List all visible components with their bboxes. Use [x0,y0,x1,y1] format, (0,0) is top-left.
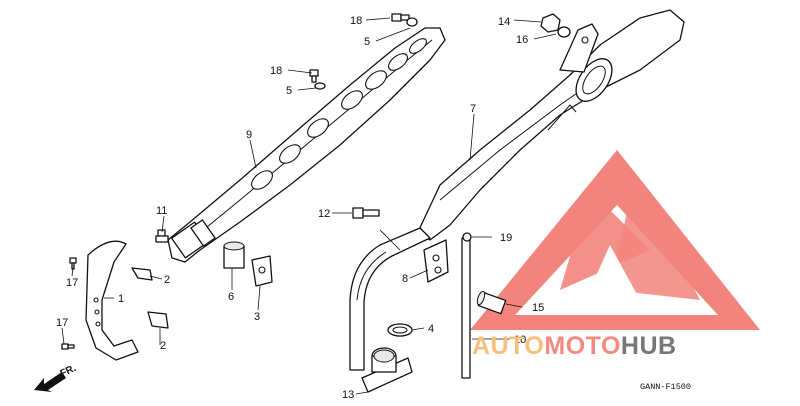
bolt-part-18-upper [391,13,410,22]
callout-6: 6 [228,291,234,303]
guard-part-1 [85,240,139,361]
bolt-part-11 [155,229,169,243]
callout-8: 8 [402,273,408,285]
callout-4: 4 [428,323,434,335]
callout-16: 16 [516,34,528,46]
nut-part-14 [540,13,561,33]
callout-14: 14 [498,16,510,28]
callout-2-upper: 2 [164,274,170,286]
clamp-part-2-upper [131,267,153,281]
callout-13: 13 [342,389,354,401]
collar-part-6 [223,241,245,269]
automotohub-watermark-logo [470,150,760,330]
bolt-part-12 [352,207,380,219]
washer-part-5-upper [406,17,418,27]
screw-part-17-lower [61,343,75,350]
automotohub-watermark-text: AUTOMOTOHUB [472,332,677,360]
muffler-part-7 [417,9,685,241]
callout-7: 7 [470,103,476,115]
heat-shield-part-9 [167,27,446,263]
callout-19: 19 [500,232,512,244]
collar-part-15 [476,290,507,315]
clamp-part-3 [251,255,273,287]
callout-12: 12 [318,208,330,220]
watermark-word-hub: HUB [621,332,677,360]
callout-17-lower: 17 [56,317,68,329]
front-label: FR. [59,363,78,380]
callout-3: 3 [254,311,260,323]
callout-2-lower: 2 [160,340,166,352]
drain-tube-part-10 [461,237,471,379]
callout-9: 9 [246,129,252,141]
callout-15: 15 [532,302,544,314]
callout-numbers: 18 5 18 5 9 14 16 7 11 12 19 8 15 4 10 1… [56,15,544,401]
leader-lines [61,17,557,395]
exhaust-flange-part-13 [361,347,413,393]
gasket-part-4 [387,323,413,337]
callout-5-lower: 5 [286,85,292,97]
exhaust-pipe [349,227,431,371]
callout-18-lower: 18 [270,65,282,77]
clamp-part-2-lower [147,311,169,329]
callout-10: 10 [514,334,526,346]
callout-18-upper: 18 [350,15,362,27]
clip-part-19 [462,232,472,242]
washer-part-16 [557,26,571,38]
callout-17-upper: 17 [66,277,78,289]
screw-part-17-upper [69,257,77,270]
callout-1: 1 [118,293,124,305]
arrow-left-icon [34,372,66,392]
diagram-code: GANN-F1500 [640,382,691,392]
front-direction-indicator: FR. [34,363,78,392]
watermark-word-auto: AUTO [472,332,544,360]
callout-5-upper: 5 [364,36,370,48]
callout-11: 11 [156,205,167,217]
watermark-word-moto: MOTO [544,332,621,360]
bracket-part-8 [423,239,449,283]
washer-part-5-lower [314,82,326,90]
gasket-inner-part-4 [392,326,408,334]
bolt-part-18-lower [309,69,319,83]
